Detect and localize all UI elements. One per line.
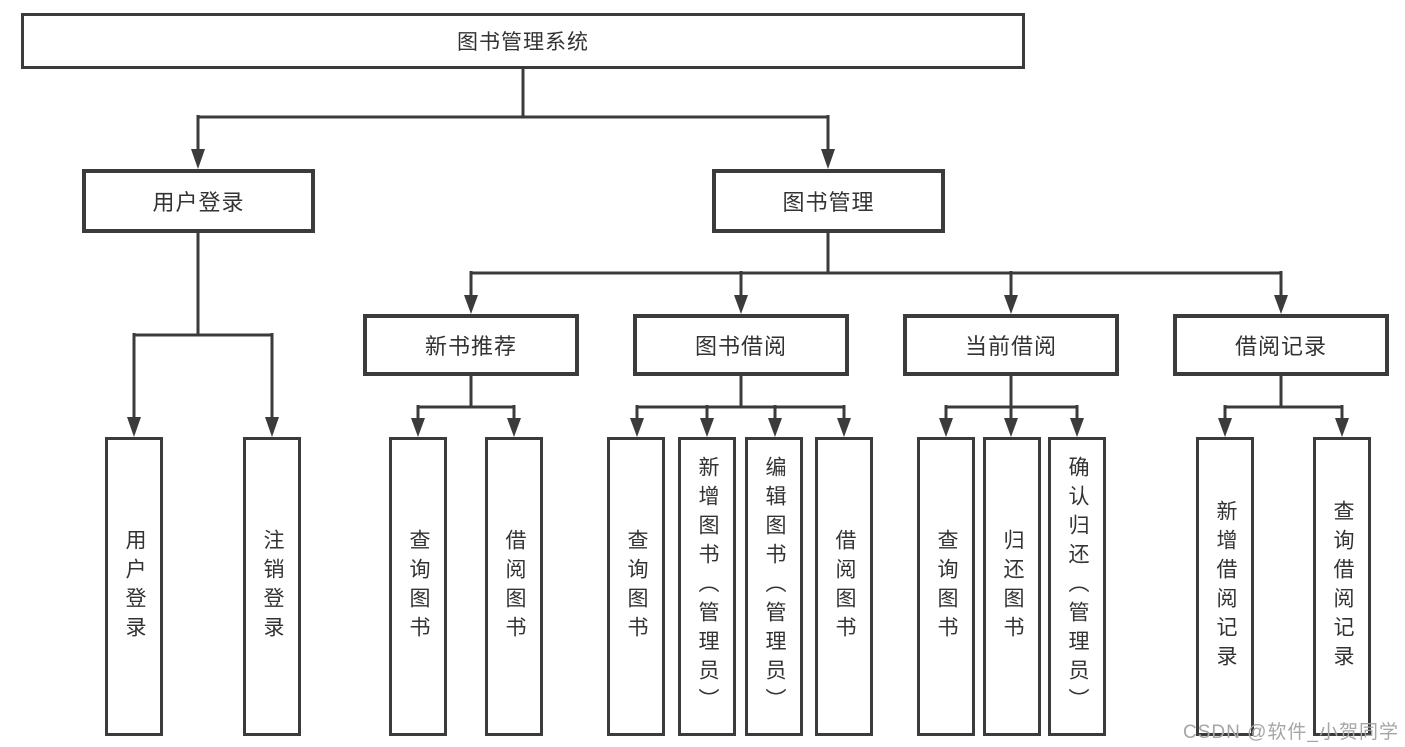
leaf-add-books-admin: 新增图书（管理员） — [678, 437, 736, 736]
connector-borrowing-records-to-leaves — [1218, 376, 1349, 437]
leaf-query-borrow-record: 查询借阅记录 — [1313, 437, 1371, 736]
connector-new-book-recommendation-to-leaves — [411, 376, 521, 437]
node-borrowing-records: 借阅记录 — [1173, 314, 1389, 376]
leaf-borrow-books-recommendation: 借阅图书 — [485, 437, 543, 736]
connector-user-login-to-leaves — [127, 233, 279, 437]
node-book-management: 图书管理 — [712, 169, 945, 233]
node-root-library-management-system: 图书管理系统 — [21, 13, 1025, 69]
node-book-borrowing: 图书借阅 — [633, 314, 849, 376]
leaf-return-books: 归还图书 — [983, 437, 1041, 736]
leaf-query-books-recommendation: 查询图书 — [389, 437, 447, 736]
connector-book-management-to-level3 — [464, 233, 1288, 314]
node-current-borrowing: 当前借阅 — [903, 314, 1119, 376]
leaf-borrow-books: 借阅图书 — [815, 437, 873, 736]
leaf-query-books-borrowing: 查询图书 — [607, 437, 665, 736]
leaf-query-books-current: 查询图书 — [917, 437, 975, 736]
leaf-user-login: 用户登录 — [105, 437, 163, 736]
connector-current-borrowing-to-leaves — [939, 376, 1084, 437]
connector-root-to-level2 — [191, 69, 835, 169]
node-user-login: 用户登录 — [82, 169, 315, 233]
leaf-confirm-return-admin: 确认归还（管理员） — [1048, 437, 1106, 736]
leaf-edit-books-admin: 编辑图书（管理员） — [745, 437, 803, 736]
leaf-logout: 注销登录 — [243, 437, 301, 736]
connector-book-borrowing-to-leaves — [630, 376, 851, 437]
node-new-book-recommendation: 新书推荐 — [363, 314, 579, 376]
leaf-add-borrow-record: 新增借阅记录 — [1196, 437, 1254, 736]
csdn-watermark: CSDN @软件_小贺同学 — [1183, 722, 1399, 743]
